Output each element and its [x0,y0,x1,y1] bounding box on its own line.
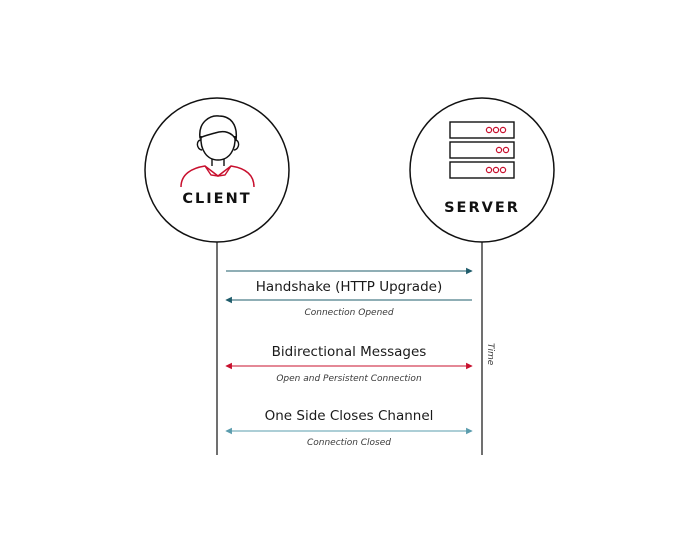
client-node: CLIENT [144,97,290,243]
handshake-caption: Connection Opened [304,308,393,318]
client-label: CLIENT [182,191,251,207]
server-label: SERVER [444,200,520,216]
bidirectional-caption: Open and Persistent Connection [276,374,422,384]
server-rack-icon [449,121,515,179]
client-circle [144,97,290,243]
server-node: SERVER [409,97,555,243]
close-title: One Side Closes Channel [265,408,434,424]
bidirectional-title: Bidirectional Messages [272,344,427,360]
handshake-message: Handshake (HTTP Upgrade) Connection Open… [225,267,473,318]
close-caption: Connection Closed [307,438,391,448]
bidirectional-message: Bidirectional Messages Open and Persiste… [225,344,473,384]
handshake-title: Handshake (HTTP Upgrade) [256,279,442,295]
time-label: Time [485,343,495,366]
close-message: One Side Closes Channel Connection Close… [225,408,473,448]
person-icon [180,115,255,188]
